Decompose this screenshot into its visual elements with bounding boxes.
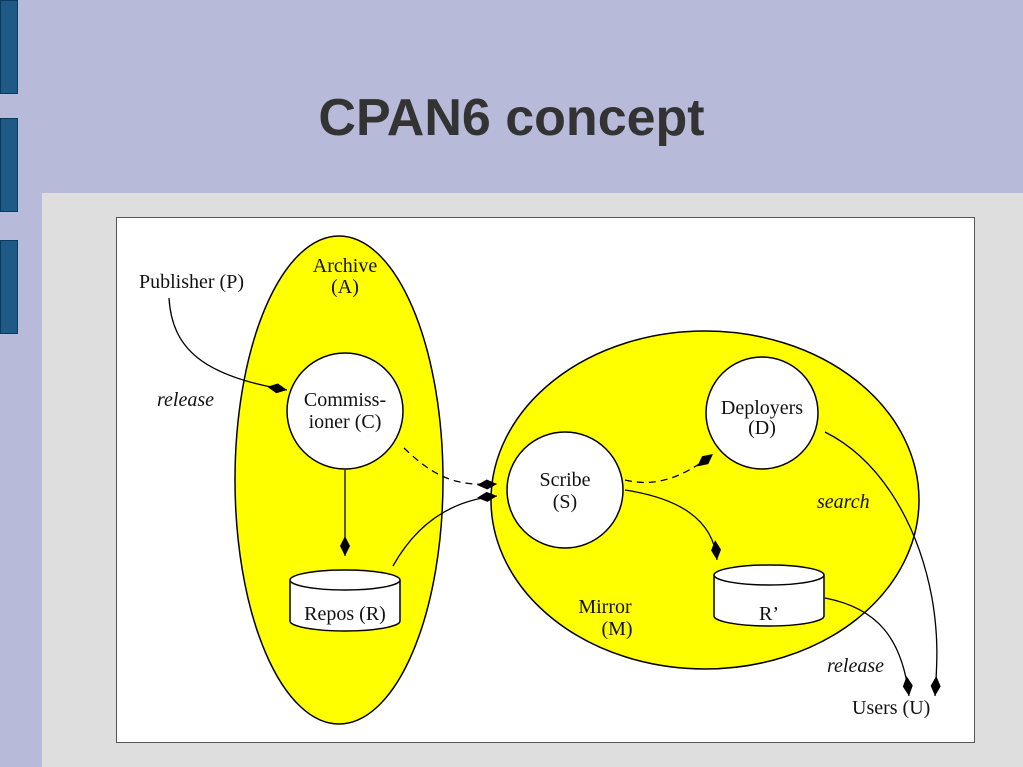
replica-label: R’ [759, 603, 779, 625]
scribe-label-line2: (S) [553, 491, 577, 513]
release-arrow [168, 297, 288, 394]
archive-region [234, 235, 444, 725]
users-label: Users (U) [852, 697, 930, 719]
commissioner-to-scribe-dashed [403, 447, 498, 490]
deployers-label-line1: Deployers [721, 397, 803, 419]
repos-node [289, 569, 401, 632]
commissioner-label-line2: ioner (C) [309, 411, 382, 433]
deployers-node [705, 356, 819, 470]
deployers-label-line2: (D) [748, 417, 776, 439]
scribe-node [506, 431, 624, 549]
side-tab-2 [0, 118, 18, 212]
cpan6-diagram: Publisher (P) Archive (A) release Commis… [139, 235, 941, 725]
replica-node [713, 564, 825, 627]
commissioner-node [286, 352, 404, 470]
mirror-label-line2: (M) [601, 618, 632, 640]
release-label-left: release [157, 389, 214, 411]
scribe-to-deployers-dashed [624, 453, 714, 484]
archive-label-line1: Archive [313, 255, 378, 277]
scribe-to-replica-arrow [624, 489, 722, 561]
scribe-label-line1: Scribe [539, 469, 590, 491]
deployers-to-users-arrow [824, 431, 941, 697]
publisher-label: Publisher (P) [139, 271, 244, 293]
archive-label-line2: (A) [331, 276, 359, 298]
repos-to-scribe-arrow [392, 491, 498, 567]
side-tab-3 [0, 240, 18, 334]
commissioner-label-line1: Commiss- [304, 389, 386, 411]
side-tab-1 [0, 0, 18, 94]
diagram-frame: Publisher (P) Archive (A) release Commis… [116, 217, 975, 743]
repos-label: Repos (R) [304, 603, 386, 625]
mirror-label-line1: Mirror [578, 596, 632, 618]
replica-to-users-arrow [824, 597, 913, 697]
search-label: search [817, 491, 870, 513]
slide-title: CPAN6 concept [318, 89, 705, 147]
release-label-right: release [827, 655, 884, 677]
